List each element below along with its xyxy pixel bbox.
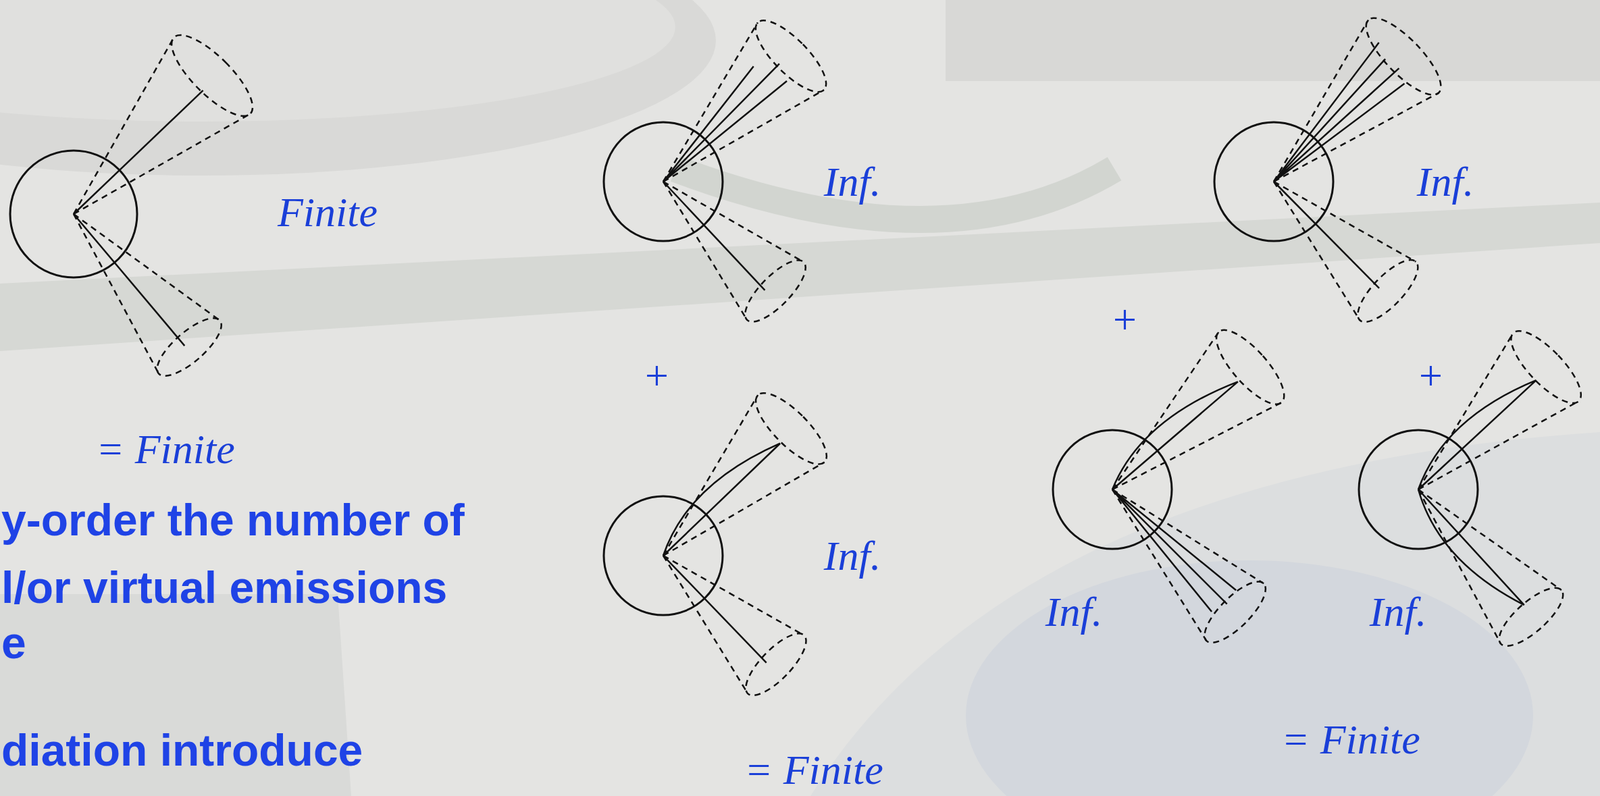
plus-sign: + <box>1416 352 1445 399</box>
inf-label: Inf. <box>823 158 881 205</box>
sum-result: = Finite <box>744 746 883 793</box>
inf-label: Inf. <box>1045 588 1103 635</box>
inf-label: Inf. <box>1416 158 1474 205</box>
plus-sign: + <box>642 352 671 399</box>
sum-result: = Finite <box>1281 716 1420 763</box>
slide-text: e <box>1 618 27 668</box>
slide-text: l/or virtual emissions <box>1 563 448 613</box>
inf-label: Inf. <box>1369 588 1427 635</box>
finite-label: Finite <box>277 189 378 236</box>
slide-text: diation introduce <box>1 726 363 776</box>
plus-sign: + <box>1110 296 1139 343</box>
slide-text: y-order the number of <box>1 495 465 546</box>
inf-label: Inf. <box>823 532 881 579</box>
sum-result: = Finite <box>95 426 235 473</box>
